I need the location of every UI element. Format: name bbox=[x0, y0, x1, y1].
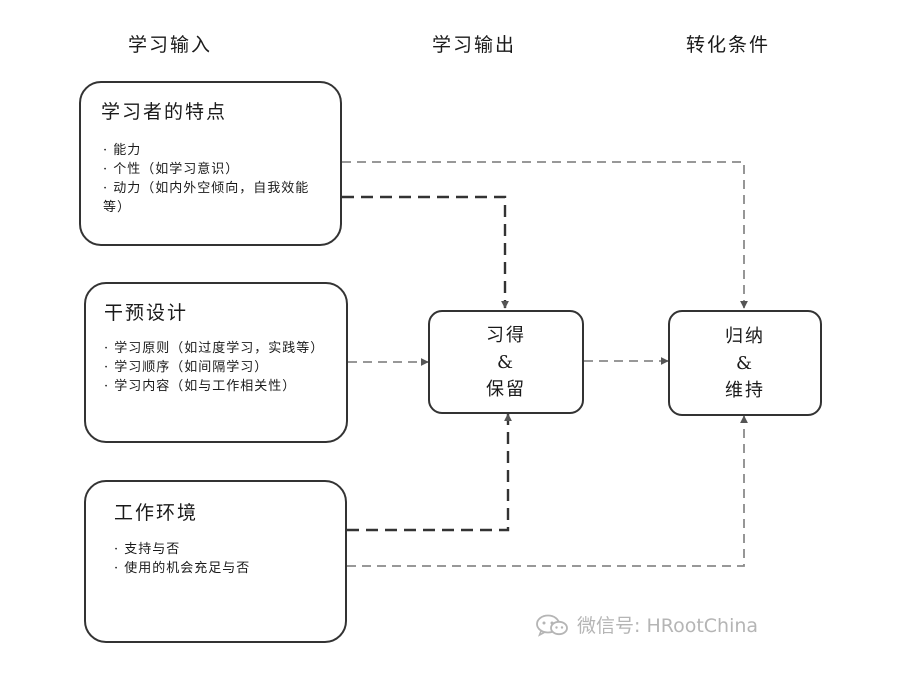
list-item: · 支持与否 bbox=[114, 542, 181, 557]
list-item: · 能力 bbox=[103, 143, 142, 158]
generalize-maintain-line3: 维持 bbox=[725, 379, 765, 401]
acquire-retain-line3: 保留 bbox=[486, 378, 526, 400]
learner-characteristics-list: · 能力 · 个性（如学习意识） · 动力（如内外空倾向，自我效能等） bbox=[103, 141, 325, 217]
acquire-retain-line1: 习得 bbox=[486, 324, 526, 346]
wechat-icon bbox=[536, 614, 568, 637]
arrow-workenv-to-generalize bbox=[347, 415, 748, 567]
acquire-retain-box: 习得 & 保留 bbox=[428, 310, 584, 414]
arrow-learner-to-generalize bbox=[342, 161, 748, 309]
work-environment-title: 工作环境 bbox=[114, 502, 199, 524]
arrow-workenv-to-acquire bbox=[347, 413, 512, 532]
watermark[interactable]: 微信号: HRootChina bbox=[535, 611, 758, 638]
generalize-maintain-box: 归纳 & 维持 bbox=[668, 310, 822, 416]
list-item: · 动力（如内外空倾向，自我效能等） bbox=[103, 181, 310, 215]
generalize-maintain-line2: & bbox=[735, 352, 755, 374]
acquire-retain-line2: & bbox=[496, 351, 516, 373]
list-item: · 个性（如学习意识） bbox=[103, 162, 240, 177]
list-item: · 学习原则（如过度学习，实践等） bbox=[104, 341, 325, 356]
header-transfer-conditions: 转化条件 bbox=[686, 34, 771, 56]
intervention-design-box: 干预设计 · 学习原则（如过度学习，实践等） · 学习顺序（如间隔学习） · 学… bbox=[84, 282, 348, 443]
list-item: · 使用的机会充足与否 bbox=[114, 561, 251, 576]
list-item: · 学习顺序（如间隔学习） bbox=[104, 360, 269, 375]
learner-characteristics-title: 学习者的特点 bbox=[101, 101, 228, 123]
generalize-maintain-line1: 归纳 bbox=[725, 325, 765, 347]
watermark-text: 微信号: HRootChina bbox=[577, 615, 759, 637]
intervention-design-title: 干预设计 bbox=[104, 302, 189, 324]
work-environment-list: · 支持与否 · 使用的机会充足与否 bbox=[114, 540, 330, 578]
header-learning-output: 学习输出 bbox=[432, 34, 517, 56]
list-item: · 学习内容（如与工作相关性） bbox=[104, 379, 297, 394]
learner-characteristics-box: 学习者的特点 · 能力 · 个性（如学习意识） · 动力（如内外空倾向，自我效能… bbox=[79, 81, 342, 246]
header-learning-input: 学习输入 bbox=[128, 34, 213, 56]
intervention-design-list: · 学习原则（如过度学习，实践等） · 学习顺序（如间隔学习） · 学习内容（如… bbox=[104, 339, 330, 396]
work-environment-box: 工作环境 · 支持与否 · 使用的机会充足与否 bbox=[84, 480, 347, 643]
arrow-learner-to-acquire bbox=[342, 195, 509, 309]
